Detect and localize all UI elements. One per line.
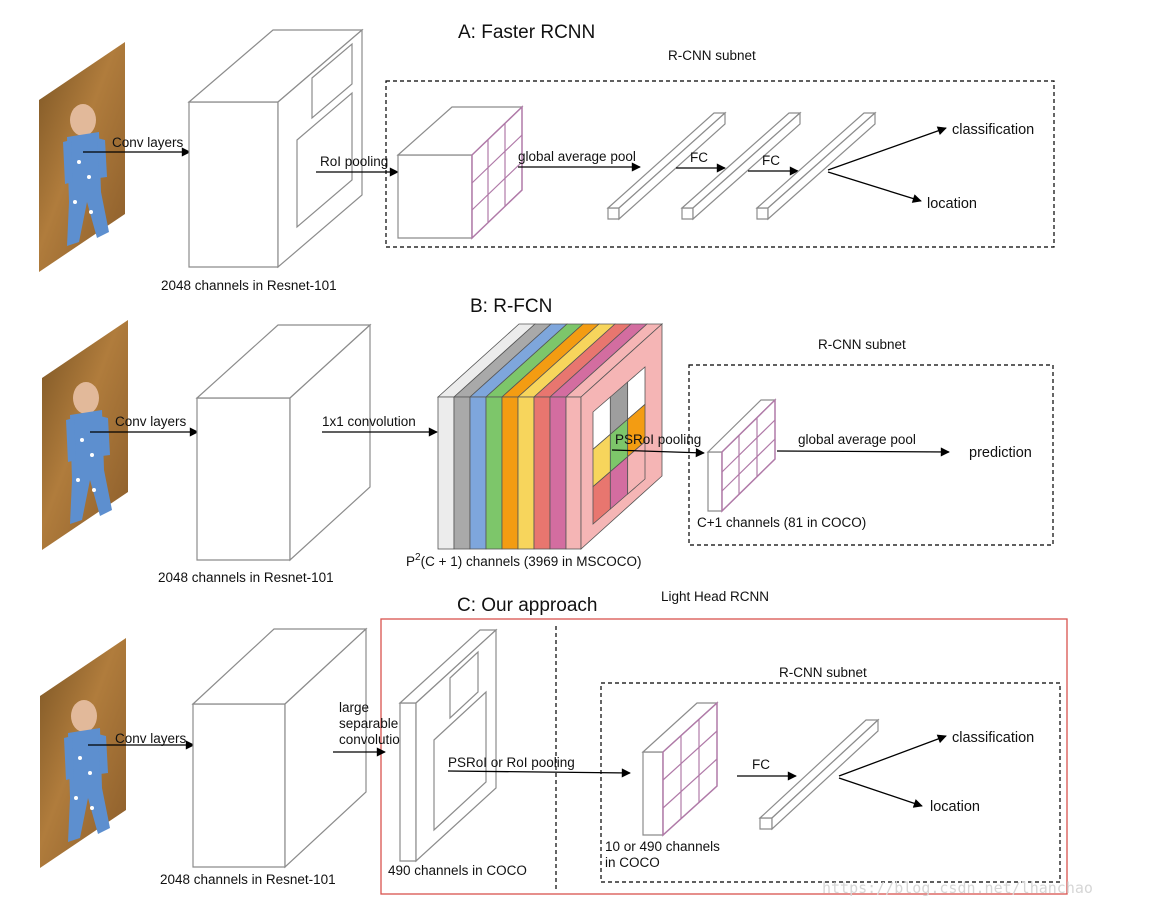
conv1x1-label-b: 1x1 convolution <box>322 414 416 429</box>
section-b-title: B: R-FCN <box>470 296 552 317</box>
score-caption-b: P2(C + 1) channels (3969 in MSCOCO) <box>406 552 642 569</box>
loc-arrow-a <box>827 171 922 203</box>
conv-label-b: Conv layers <box>115 414 187 429</box>
section-light-head: C: Our approach Light Head RCNN Conv lay… <box>40 589 1068 895</box>
section-r-fcn: B: R-FCN R-CNN subnet Conv layers 2048 c… <box>42 296 1054 585</box>
psroi-label-b: PSRoI pooling <box>615 432 701 447</box>
loc-arrow-c <box>838 777 923 808</box>
gap-arrow-b <box>776 447 950 457</box>
input-image-a <box>39 42 125 272</box>
score-map-slab-3 <box>485 396 503 550</box>
score-map-slab-7 <box>549 396 567 550</box>
score-map-slab-2 <box>469 396 487 550</box>
score-caption-sup: 2 <box>415 552 421 563</box>
score-map-slab-6 <box>533 396 551 550</box>
cls-arrow-c <box>838 734 947 777</box>
pool-arrow-c <box>447 768 631 778</box>
position-sensitive-score-maps <box>436 323 664 550</box>
fc-vector-3-a <box>755 111 877 221</box>
section-a-title: A: Faster RCNN <box>458 22 595 43</box>
section-a-subnet-label: R-CNN subnet <box>668 48 756 63</box>
backbone-feature-map-c <box>191 627 368 869</box>
score-map-slab-8 <box>565 396 582 550</box>
input-image-b <box>42 320 128 550</box>
cls-caption-b: C+1 channels (81 in COCO) <box>697 515 866 530</box>
backbone-feature-map-a <box>187 28 364 269</box>
roi-label-a: RoI pooling <box>320 154 388 169</box>
lsc-label-line3: convolution <box>339 732 407 747</box>
score-map-slab-4 <box>501 396 519 550</box>
input-image-c <box>40 638 126 868</box>
roi-feature-a <box>396 105 524 240</box>
score-map-slab-1 <box>453 396 471 550</box>
section-faster-rcnn: A: Faster RCNN R-CNN subnet Conv layers … <box>39 22 1055 293</box>
backbone-caption-b: 2048 channels in Resnet-101 <box>158 570 334 585</box>
rcnn-subnet-box-a <box>385 80 1055 248</box>
psroi-arrow-b <box>611 448 705 458</box>
watermark: https://blog.csdn.net/lhanchao <box>822 879 1093 897</box>
conv-label-c: Conv layers <box>115 731 187 746</box>
backbone-feature-map-b <box>195 323 372 562</box>
thin-caption-c: 490 channels in COCO <box>388 863 527 878</box>
conv-label-a: Conv layers <box>112 135 184 150</box>
fc-label-c: FC <box>752 757 770 772</box>
fc2-label-a: FC <box>762 153 780 168</box>
lsc-label-line2: separable <box>339 716 398 731</box>
gap-label-b: global average pool <box>798 432 916 447</box>
roi-caption-c-line2: in COCO <box>605 855 660 870</box>
lsc-label-line1: large <box>339 700 369 715</box>
fc1-label-a: FC <box>690 150 708 165</box>
cls-arrow-a <box>827 126 947 171</box>
fc-vector-c <box>758 718 880 831</box>
gap-label-a: global average pool <box>518 149 636 164</box>
loc-output-a: location <box>927 196 977 212</box>
thin-feature-map-c <box>398 628 498 863</box>
backbone-caption-c: 2048 channels in Resnet-101 <box>160 872 336 887</box>
rcnn-subnet-box-b <box>688 364 1054 546</box>
cls-output-c: classification <box>952 730 1034 746</box>
section-c-subnet-label: R-CNN subnet <box>779 665 867 680</box>
light-head-label: Light Head RCNN <box>661 589 769 604</box>
backbone-caption-a: 2048 channels in Resnet-101 <box>161 278 337 293</box>
cls-output-a: classification <box>952 122 1034 138</box>
fc-vector-1-a <box>606 111 727 221</box>
roi-grid-cell-8 <box>627 440 646 495</box>
score-caption-p: P <box>406 554 415 569</box>
prediction-output-b: prediction <box>969 445 1032 461</box>
section-c-title: C: Our approach <box>457 595 597 616</box>
roi-caption-c-line1: 10 or 490 channels <box>605 839 720 854</box>
score-map-slab-0 <box>437 396 455 550</box>
loc-output-c: location <box>930 799 980 815</box>
fc-vector-2-a <box>680 111 802 221</box>
class-score-map-b <box>706 398 777 513</box>
roi-feature-c <box>641 701 719 837</box>
score-map-slab-5 <box>517 396 535 550</box>
section-b-subnet-label: R-CNN subnet <box>818 337 906 352</box>
pool-label-c: PSRoI or RoI pooling <box>448 755 575 770</box>
score-caption-rest: (C + 1) channels (3969 in MSCOCO) <box>421 554 642 569</box>
